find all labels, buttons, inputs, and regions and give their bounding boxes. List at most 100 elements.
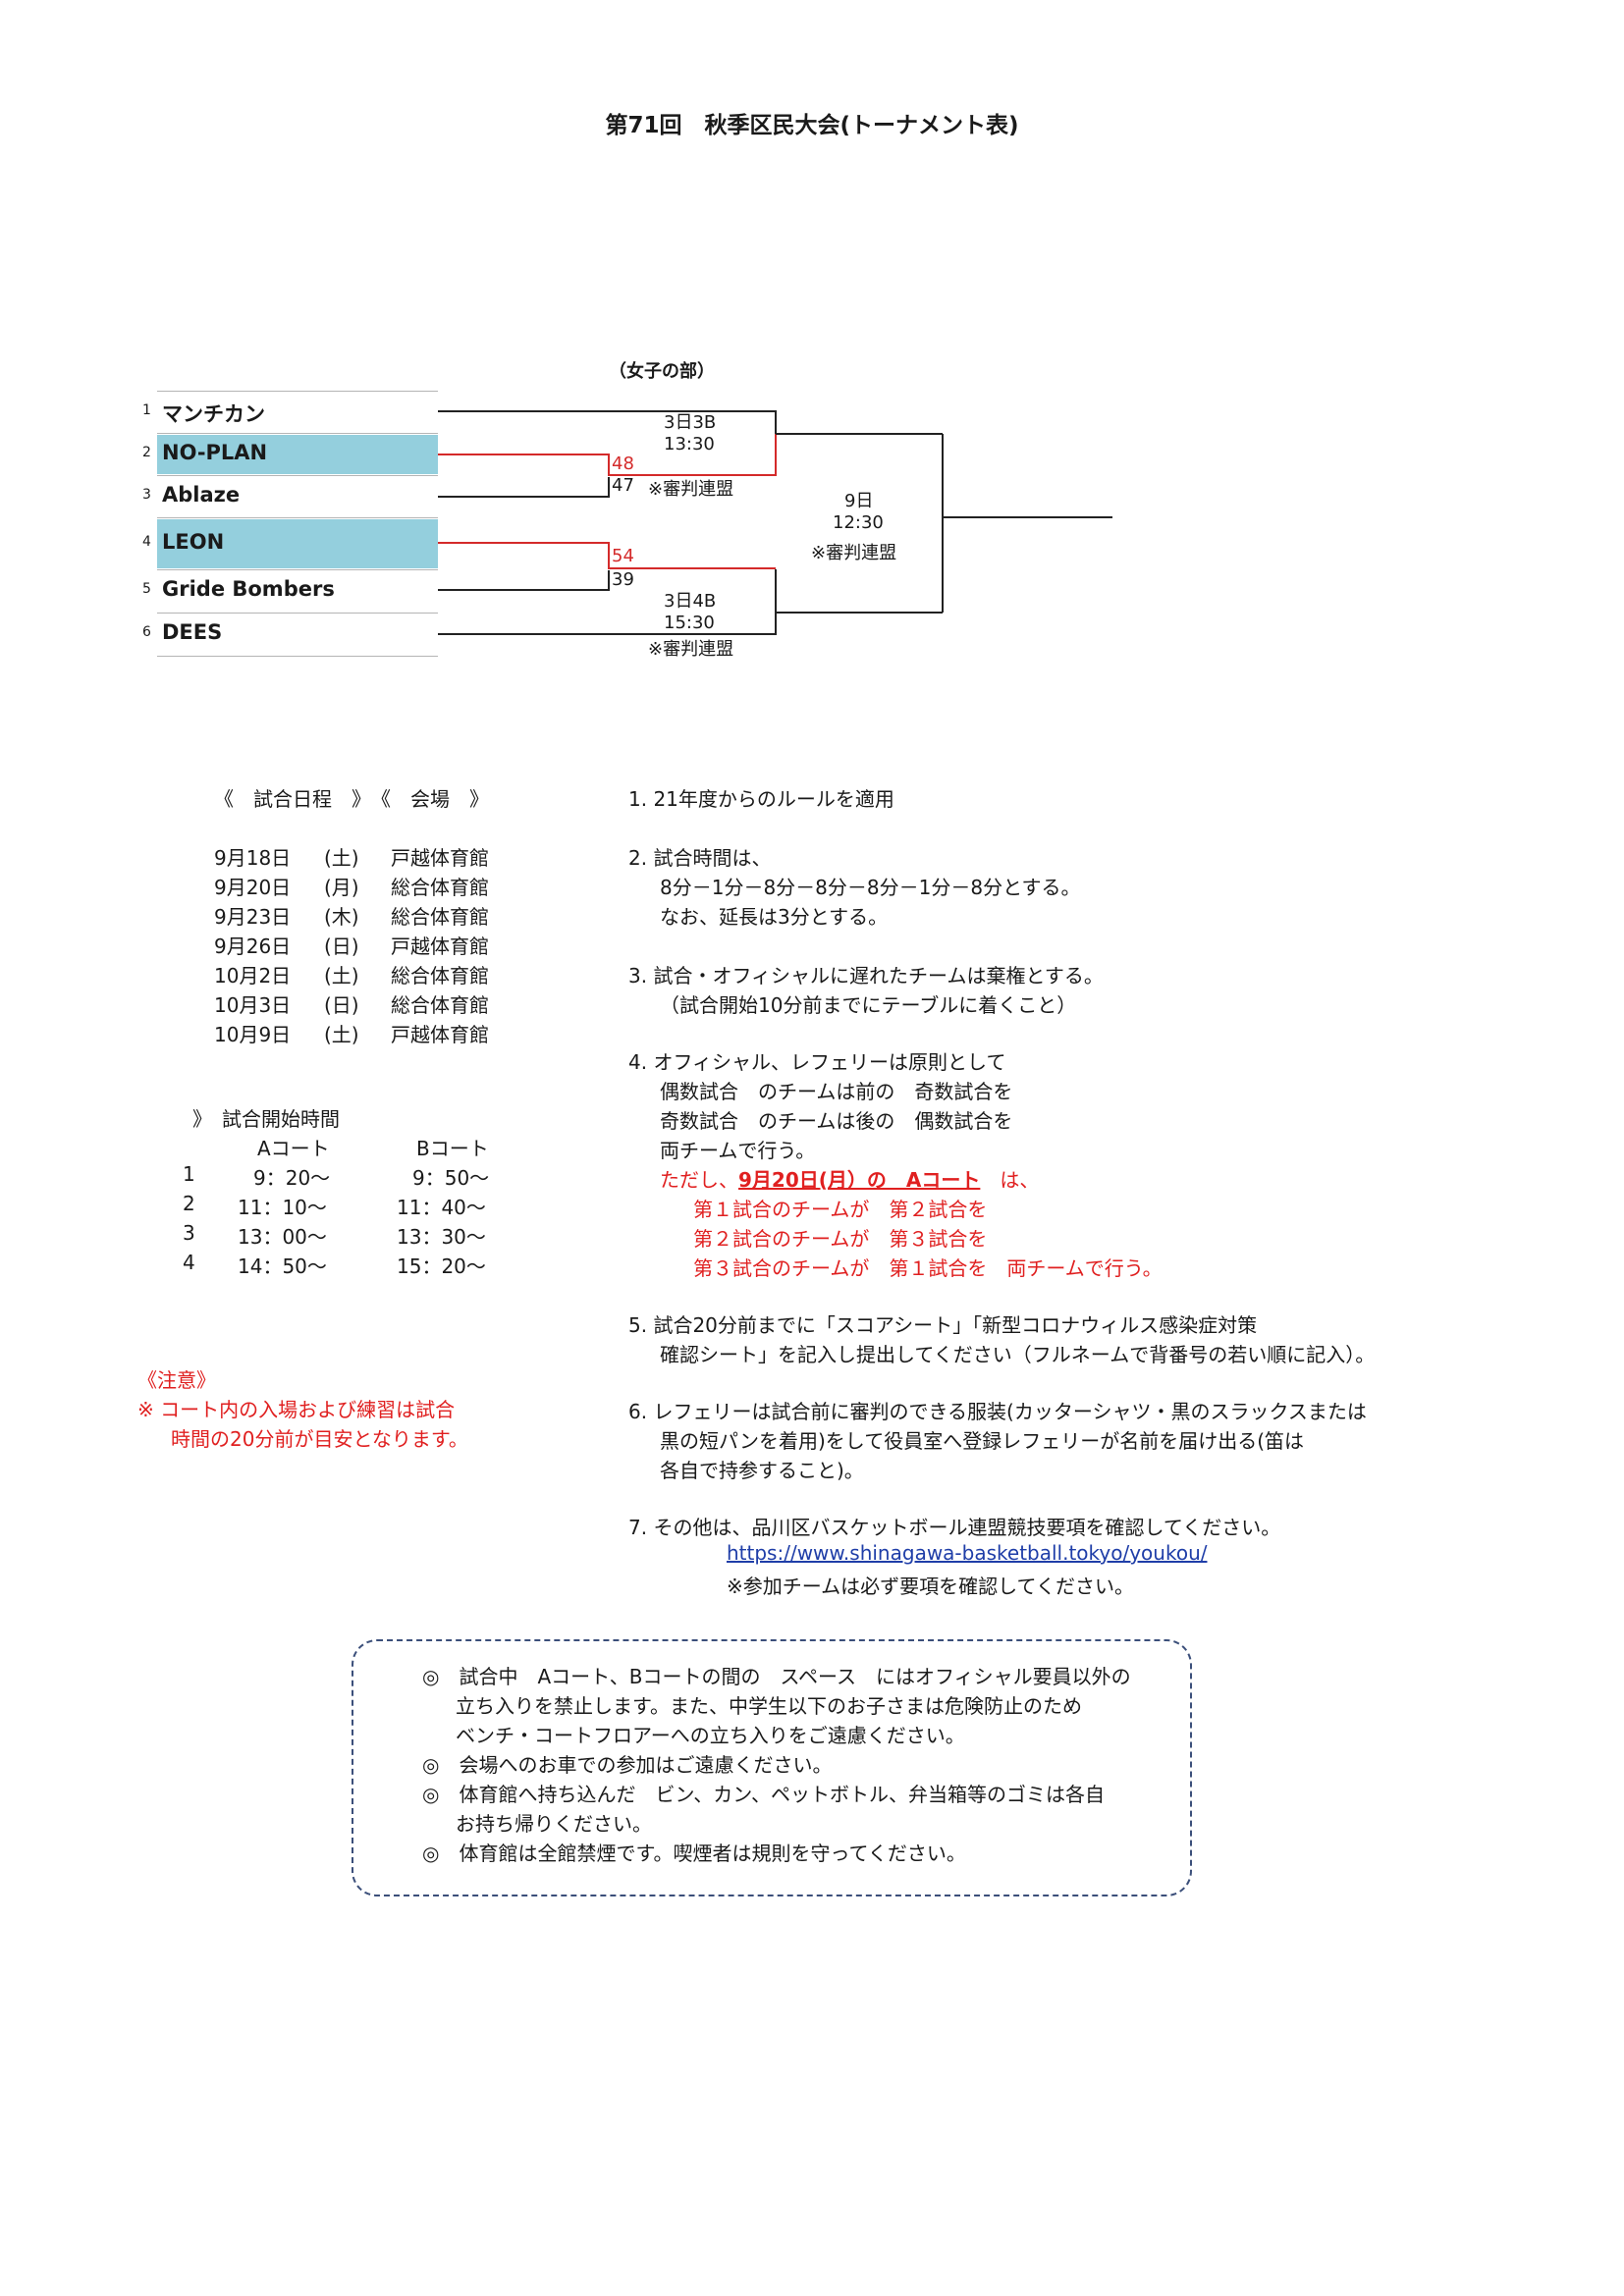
team-separator	[157, 391, 438, 392]
rule-4-exception-prefix: ただし、	[660, 1168, 738, 1192]
rule-4-exception: ただし、9月20日(月）の Aコート は、	[660, 1164, 1039, 1193]
team-name: DEES	[162, 620, 223, 644]
rule-2-line-2: 8分－1分－8分－8分－8分－1分－8分とする。	[660, 876, 1081, 899]
rule-4-line-1: 4. オフィシャル、レフェリーは原則として	[628, 1050, 1006, 1074]
schedule-dow: (日)	[324, 993, 359, 1017]
rule-4-line-4: 両チームで行う。	[660, 1139, 816, 1162]
notice-1-line-3: ベンチ・コートフロアーへの立ち入りをご遠慮ください。	[456, 1724, 965, 1747]
team-highlight	[157, 519, 438, 568]
rule-6-line-1: 6. レフェリーは試合前に審判のできる服装(カッターシャツ・黒のスラックスまたは	[628, 1400, 1367, 1423]
team-separator	[157, 569, 438, 570]
schedule-venue: 戸越体育館	[391, 934, 489, 958]
rule-6-line-2: 黒の短パンを着用)をして役員室へ登録レフェリーが名前を届け出る(笛は	[660, 1429, 1305, 1453]
start-time-a: 9：20～	[253, 1166, 331, 1190]
match1-time: 13:30	[664, 434, 715, 454]
bracket-line-team3	[438, 477, 610, 498]
rule-5-line-2: 確認シート」を記入し提出してください（フルネームで背番号の若い順に記入）。	[660, 1343, 1376, 1366]
page-title: 第71回 秋季区民大会(トーナメント表)	[605, 113, 1019, 138]
match1-referee: ※審判連盟	[648, 479, 734, 500]
start-time-a: 11：10～	[238, 1196, 327, 1219]
notice-2: ◎ 会場へのお車での参加はご遠慮ください。	[422, 1753, 833, 1777]
team-row-2: 2 NO-PLAN	[137, 435, 438, 474]
team-number: 3	[142, 487, 151, 503]
match2-winner-score: 54	[612, 546, 634, 566]
team-row-3: 3 Ablaze	[137, 477, 438, 516]
final-time: 12:30	[833, 512, 884, 533]
rule-3-line-1: 3. 試合・オフィシャルに遅れたチームは棄権とする。	[628, 964, 1104, 988]
bracket-line-team4-win	[438, 542, 776, 569]
start-time-b: 9：50～	[412, 1166, 490, 1190]
notice-box	[352, 1639, 1192, 1896]
match2-time: 15:30	[664, 613, 715, 633]
notice-1-line-2: 立ち入りを禁止します。また、中学生以下のお子さまは危険防止のため	[456, 1694, 1082, 1718]
rule-4-line-2: 偶数試合 のチームは前の 奇数試合を	[660, 1080, 1013, 1103]
schedule-dow: (土)	[324, 1023, 359, 1046]
match1-winner-score: 48	[612, 454, 634, 474]
team-row-1: 1 マンチカン	[137, 393, 438, 432]
bracket-line-team5	[438, 570, 610, 591]
team-name: Gride Bombers	[162, 577, 335, 601]
team-separator	[157, 475, 438, 476]
start-time-game: 2	[183, 1192, 195, 1215]
match1-day: 3日3B	[664, 412, 717, 433]
caution-title: 《注意》	[137, 1368, 216, 1392]
schedule-venue: 戸越体育館	[391, 846, 489, 870]
rule-5-line-1: 5. 試合20分前までに「スコアシート」「新型コロナウィルス感染症対策	[628, 1313, 1258, 1337]
rule-4-exception-line-3: 第３試合のチームが 第１試合を 両チームで行う。	[693, 1256, 1163, 1280]
rule-4-exception-date: 9月20日(月）の Aコート	[738, 1168, 981, 1192]
bracket-line-team2-win	[438, 434, 777, 476]
match2-referee: ※審判連盟	[648, 639, 734, 660]
schedule-venue: 総合体育館	[391, 964, 489, 988]
team-separator	[157, 517, 438, 518]
team-separator	[157, 656, 438, 657]
start-times-bracket: 》	[192, 1107, 212, 1131]
tournament-bracket	[438, 410, 1112, 635]
caution-line-1: ※ コート内の入場および練習は試合	[137, 1398, 456, 1421]
rule-2-line-1: 2. 試合時間は、	[628, 846, 772, 870]
start-time-b: 15：20～	[397, 1255, 486, 1278]
schedule-dow: (月)	[324, 876, 359, 899]
schedule-date: 10月2日	[214, 964, 292, 988]
start-time-a: 14：50～	[238, 1255, 327, 1278]
bracket-line-team1	[438, 410, 777, 434]
team-name: LEON	[162, 530, 225, 554]
team-number: 4	[142, 534, 151, 550]
start-times-header: 試合開始時間	[222, 1107, 340, 1131]
bracket-line-team6	[438, 569, 777, 635]
rule-4-exception-line-1: 第１試合のチームが 第２試合を	[693, 1198, 988, 1221]
team-highlight	[157, 435, 438, 474]
start-times-col-a: Aコート	[257, 1137, 330, 1160]
notice-3-line-1: ◎ 体育館へ持ち込んだ ビン、カン、ペットボトル、弁当箱等のゴミは各自	[422, 1783, 1106, 1806]
start-times-col-b: Bコート	[416, 1137, 489, 1160]
notice-3-line-2: お持ち帰りください。	[456, 1812, 652, 1836]
rule-3-line-2: （試合開始10分前までにテーブルに着くこと）	[660, 993, 1077, 1017]
match2-day: 3日4B	[664, 591, 717, 612]
team-name: NO-PLAN	[162, 441, 268, 464]
schedule-date: 10月9日	[214, 1023, 292, 1046]
start-time-game: 4	[183, 1251, 195, 1274]
rule-4-line-3: 奇数試合 のチームは後の 偶数試合を	[660, 1109, 1013, 1133]
start-time-game: 1	[183, 1162, 195, 1186]
schedule-dow: (土)	[324, 846, 359, 870]
team-row-5: 5 Gride Bombers	[137, 571, 438, 611]
team-row-4: 4 LEON	[137, 519, 438, 568]
rule-7-line-3: ※参加チームは必ず要項を確認してください。	[727, 1575, 1134, 1598]
schedule-venue: 総合体育館	[391, 993, 489, 1017]
schedule-date: 10月3日	[214, 993, 292, 1017]
schedule-dow: (木)	[324, 905, 359, 929]
team-number: 6	[142, 624, 151, 640]
schedule-date: 9月20日	[214, 876, 292, 899]
team-separator	[157, 613, 438, 614]
team-separator	[157, 433, 438, 434]
schedule-venue: 総合体育館	[391, 876, 489, 899]
rules-link[interactable]: https://www.shinagawa-basketball.tokyo/y…	[727, 1541, 1208, 1565]
schedule-date: 9月23日	[214, 905, 292, 929]
team-row-6: 6 DEES	[137, 614, 438, 654]
schedule-date: 9月18日	[214, 846, 292, 870]
team-number: 5	[142, 581, 151, 597]
match2-loser-score: 39	[612, 569, 634, 590]
final-day: 9日	[844, 491, 874, 511]
rule-7-line-1: 7. その他は、品川区バスケットボール連盟競技要項を確認してください。	[628, 1516, 1281, 1539]
rule-4-exception-suffix: は、	[980, 1168, 1040, 1192]
start-time-a: 13：00～	[238, 1225, 327, 1249]
